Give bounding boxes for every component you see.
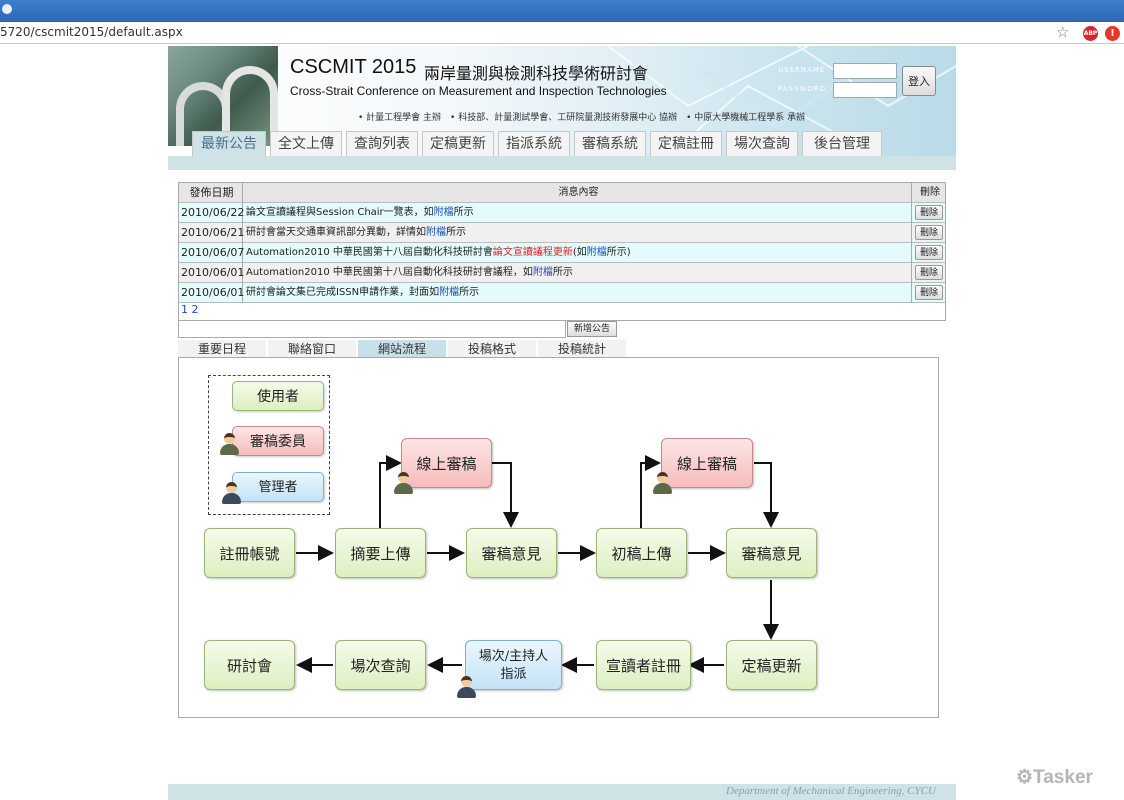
news-table: 發佈日期 消息內容 刪除 2010/06/22 論文宣讀議程與Session C… — [178, 182, 946, 321]
row-content: 論文宣讀議程與Session Chair一覽表，如附檔所示 — [244, 203, 912, 223]
flow-step-session-query: 場次查詢 — [335, 640, 426, 690]
nav-tab-session-query[interactable]: 場次查詢 — [726, 131, 798, 156]
table-row: 2010/06/21 研討會當天交通車資訊部分異動，詳情如附檔所示 刪除 — [179, 223, 945, 243]
nav-tab-assign-system[interactable]: 指派系統 — [498, 131, 570, 156]
nav-tab-query-list[interactable]: 查詢列表 — [346, 131, 418, 156]
flow-step-final-update: 定稿更新 — [726, 640, 817, 690]
delete-button[interactable]: 刪除 — [915, 205, 943, 220]
nav-tab-review-system[interactable]: 審稿系統 — [574, 131, 646, 156]
browser-title-bar — [0, 0, 1124, 22]
sponsor-line: • 計量工程學會 主辦 • 科技部、計量測試學會、工研院量測技術發展中心 協辦 … — [358, 113, 806, 123]
flow-step-conference: 研討會 — [204, 640, 295, 690]
row-date: 2010/06/21 — [179, 223, 244, 243]
flow-step-review-comment-2: 審稿意見 — [726, 528, 817, 578]
arch-shape — [222, 66, 278, 146]
row-date: 2010/06/01 — [179, 283, 244, 303]
row-content: Automation2010 中華民國第十八屆自動化科技研討會議程，如附檔所示 — [244, 263, 912, 283]
password-input[interactable] — [833, 82, 897, 98]
table-row: 2010/06/07 Automation2010 中華民國第十八屆自動化科技研… — [179, 243, 945, 263]
flow-step-online-review-2: 線上審稿 — [661, 438, 753, 488]
browser-logo-icon — [2, 4, 12, 14]
nav-tab-fulltext-upload[interactable]: 全文上傳 — [270, 131, 342, 156]
nav-tab-admin[interactable]: 後台管理 — [802, 131, 882, 156]
flow-step-abstract-upload: 摘要上傳 — [335, 528, 426, 578]
tasker-watermark: ⚙Tasker — [1016, 767, 1093, 788]
url-text[interactable]: 5720/cscmit2015/default.aspx — [0, 25, 183, 39]
flow-step-review-comment-1: 審稿意見 — [466, 528, 557, 578]
table-header: 發佈日期 消息內容 刪除 — [179, 183, 945, 203]
delete-button[interactable]: 刪除 — [915, 265, 943, 280]
header-date: 發佈日期 — [179, 183, 243, 203]
conference-title-zh: 兩岸量測與檢測科技學術研討會 — [424, 64, 649, 83]
legend-reviewer: 審稿委員 — [232, 426, 324, 456]
admin-avatar-icon — [456, 676, 476, 698]
session-assign-line2: 指派 — [500, 667, 527, 682]
delete-button[interactable]: 刪除 — [915, 245, 943, 260]
flow-step-register: 註冊帳號 — [204, 528, 295, 578]
flow-step-session-assign: 場次/主持人 指派 — [465, 640, 562, 690]
admin-avatar-icon — [221, 482, 241, 504]
extension-icon[interactable]: ! — [1105, 26, 1120, 41]
legend-admin: 管理者 — [232, 472, 324, 502]
pagination[interactable]: 1 2 — [181, 303, 199, 316]
delete-button[interactable]: 刪除 — [915, 285, 943, 300]
add-row-spacer — [178, 321, 566, 338]
legend-user: 使用者 — [232, 381, 324, 411]
row-content: 研討會論文集已完成ISSN申請作業，封面如附檔所示 — [244, 283, 912, 303]
flow-step-online-review-1: 線上審稿 — [401, 438, 492, 488]
delete-button[interactable]: 刪除 — [915, 225, 943, 240]
reviewer-avatar-icon — [219, 433, 239, 455]
add-news-button[interactable]: 新增公告 — [567, 321, 617, 337]
attachment-link[interactable]: 附檔 — [433, 207, 454, 218]
tab-site-flow[interactable]: 網站流程 — [358, 340, 446, 358]
agenda-update-link[interactable]: 論文宣讀議程更新 — [492, 247, 573, 258]
row-date: 2010/06/22 — [179, 203, 244, 223]
campus-photo — [168, 46, 278, 146]
table-row: 2010/06/01 Automation2010 中華民國第十八屆自動化科技研… — [179, 263, 945, 283]
header-content: 消息內容 — [244, 183, 912, 203]
username-input[interactable] — [833, 63, 897, 79]
nav-tab-latest-news[interactable]: 最新公告 — [192, 131, 266, 157]
bookmark-star-icon[interactable]: ☆ — [1056, 23, 1070, 41]
address-bar[interactable]: 5720/cscmit2015/default.aspx ☆ ABP ! — [0, 22, 1124, 44]
attachment-link[interactable]: 附檔 — [586, 247, 607, 258]
role-legend — [208, 375, 330, 515]
table-row: 2010/06/01 研討會論文集已完成ISSN申請作業，封面如附檔所示 刪除 — [179, 283, 945, 303]
row-content: 研討會當天交通車資訊部分異動，詳情如附檔所示 — [244, 223, 912, 243]
attachment-link[interactable]: 附檔 — [426, 227, 446, 238]
conference-subtitle: Cross-Strait Conference on Measurement a… — [290, 84, 667, 98]
tab-important-dates[interactable]: 重要日程 — [178, 340, 266, 358]
row-date: 2010/06/01 — [179, 263, 244, 283]
tab-submission-format[interactable]: 投稿格式 — [448, 340, 536, 358]
attachment-link[interactable]: 附檔 — [439, 287, 460, 298]
adblock-icon[interactable]: ABP — [1083, 26, 1098, 41]
tab-submission-stats[interactable]: 投稿統計 — [538, 340, 626, 358]
row-date: 2010/06/07 — [179, 243, 244, 263]
attachment-link[interactable]: 附檔 — [532, 267, 553, 278]
flow-step-presenter-register: 宣讀者註冊 — [596, 640, 691, 690]
username-label: USERNAME — [778, 66, 826, 74]
reviewer-avatar-icon — [393, 472, 413, 494]
site-banner: CSCMIT 2015 兩岸量測與檢測科技學術研討會 Cross-Strait … — [168, 46, 956, 170]
table-row: 2010/06/22 論文宣讀議程與Session Chair一覽表，如附檔所示… — [179, 203, 945, 223]
flow-step-first-upload: 初稿上傳 — [596, 528, 687, 578]
conference-title: CSCMIT 2015 — [290, 56, 417, 78]
nav-tab-final-register[interactable]: 定稿註冊 — [650, 131, 722, 156]
page-footer: Department of Mechanical Engineering, CY… — [168, 784, 956, 800]
nav-tab-final-update[interactable]: 定稿更新 — [422, 131, 494, 156]
reviewer-avatar-icon — [652, 472, 672, 494]
tab-contact[interactable]: 聯絡窗口 — [268, 340, 356, 358]
row-content: Automation2010 中華民國第十八屆自動化科技研討會論文宣讀議程更新(… — [244, 243, 912, 263]
nav-strip — [168, 156, 956, 170]
password-label: PASSWORD — [778, 85, 827, 93]
session-assign-line1: 場次/主持人 — [478, 649, 549, 664]
login-button[interactable]: 登入 — [902, 66, 936, 96]
header-delete: 刪除 — [920, 187, 940, 198]
footer-text: Department of Mechanical Engineering, CY… — [726, 785, 936, 797]
